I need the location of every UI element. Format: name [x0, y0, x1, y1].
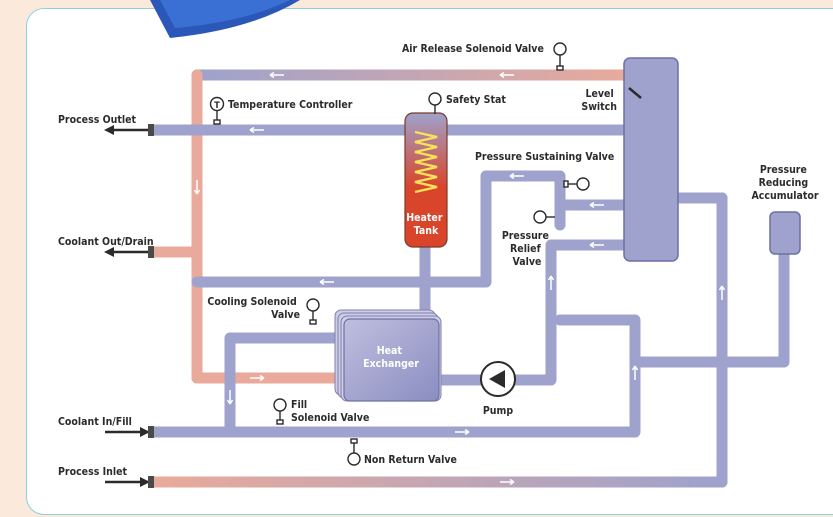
- heater-tank-label: Heater Tank: [406, 212, 446, 237]
- heat-exchanger: [334, 309, 442, 402]
- pressure-sustaining-valve-icon: [563, 177, 590, 191]
- non-return-valve-icon: [347, 438, 361, 466]
- fill-solenoid-label: Fill Solenoid Valve: [291, 399, 369, 424]
- air-release-valve-icon: [553, 42, 567, 71]
- pressure-sustaining-label: Pressure Sustaining Valve: [475, 151, 614, 163]
- pump-label: Pump: [483, 405, 513, 417]
- accumulator-pipe: [629, 244, 790, 368]
- air-release-label: Air Release Solenoid Valve: [402, 43, 544, 55]
- cooling-solenoid-label: Cooling Solenoid Valve: [207, 296, 300, 321]
- safety-stat-label: Safety Stat: [446, 94, 506, 106]
- fill-solenoid-valve-icon: [273, 398, 287, 425]
- accumulator-tank: [769, 211, 801, 255]
- temperature-controller-icon: [209, 96, 225, 125]
- heat-exchanger-label: Heat Exchanger: [363, 345, 419, 370]
- coolant-out-label: Coolant Out/Drain: [58, 236, 154, 248]
- level-switch-icon: [628, 87, 642, 99]
- pressure-relief-label: Pressure Relief Valve: [502, 230, 552, 268]
- sustaining-return-pipe: [191, 170, 566, 288]
- pump-icon: [480, 361, 516, 397]
- process-inlet-arrow: [105, 476, 154, 488]
- temperature-symbol: T: [214, 101, 220, 111]
- pressure-relief-valve-icon: [533, 210, 555, 224]
- coolant-out-arrow: [104, 246, 154, 258]
- process-outlet-label: Process Outlet: [58, 114, 137, 126]
- coolant-in-label: Coolant In/Fill: [58, 416, 132, 428]
- heater-coil-icon: [414, 130, 438, 194]
- coolant-in-arrow: [105, 426, 154, 438]
- level-switch-label: Level Switch: [581, 88, 617, 113]
- cooling-solenoid-valve-icon: [306, 298, 320, 325]
- process-outlet-arrow: [104, 124, 154, 136]
- reservoir-tank: [623, 57, 679, 262]
- process-inlet-label: Process Inlet: [58, 466, 127, 478]
- safety-stat-icon: [428, 92, 442, 114]
- pressure-reducing-label: Pressure Reducing Accumulator: [751, 164, 818, 202]
- non-return-label: Non Return Valve: [364, 454, 457, 466]
- temperature-controller-label: Temperature Controller: [228, 99, 353, 111]
